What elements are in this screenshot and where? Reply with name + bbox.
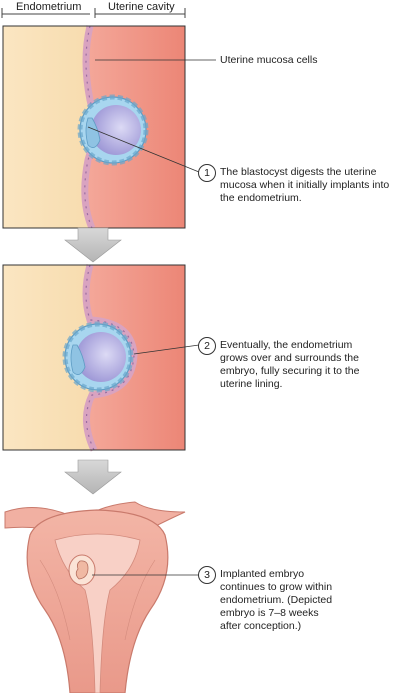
step-3-text: Implanted embryo continues to grow withi… (220, 568, 333, 632)
uterine-cavity-heading: Uterine cavity (108, 1, 175, 13)
uterus-illustration (4, 501, 199, 693)
step-1-number: 1 (198, 164, 216, 182)
step-2-text: Eventually, the endometrium grows over a… (220, 339, 360, 390)
embryo-icon (75, 560, 89, 580)
step-3-number: 3 (198, 566, 216, 584)
endometrium-heading: Endometrium (16, 1, 82, 13)
panel-initial-implantation (2, 25, 216, 230)
leader-step-1 (87, 126, 200, 173)
down-arrow-2 (64, 459, 122, 495)
step-1-text: The blastocyst digests the uterine mucos… (220, 166, 390, 204)
step-2-number: 2 (198, 337, 216, 355)
header-brackets (1, 8, 186, 18)
leader-step-2 (133, 344, 200, 355)
uterine-mucosa-label: Uterine mucosa cells (220, 54, 318, 66)
panel-endometrium-overgrowth (2, 264, 200, 452)
down-arrow-1 (64, 227, 122, 263)
